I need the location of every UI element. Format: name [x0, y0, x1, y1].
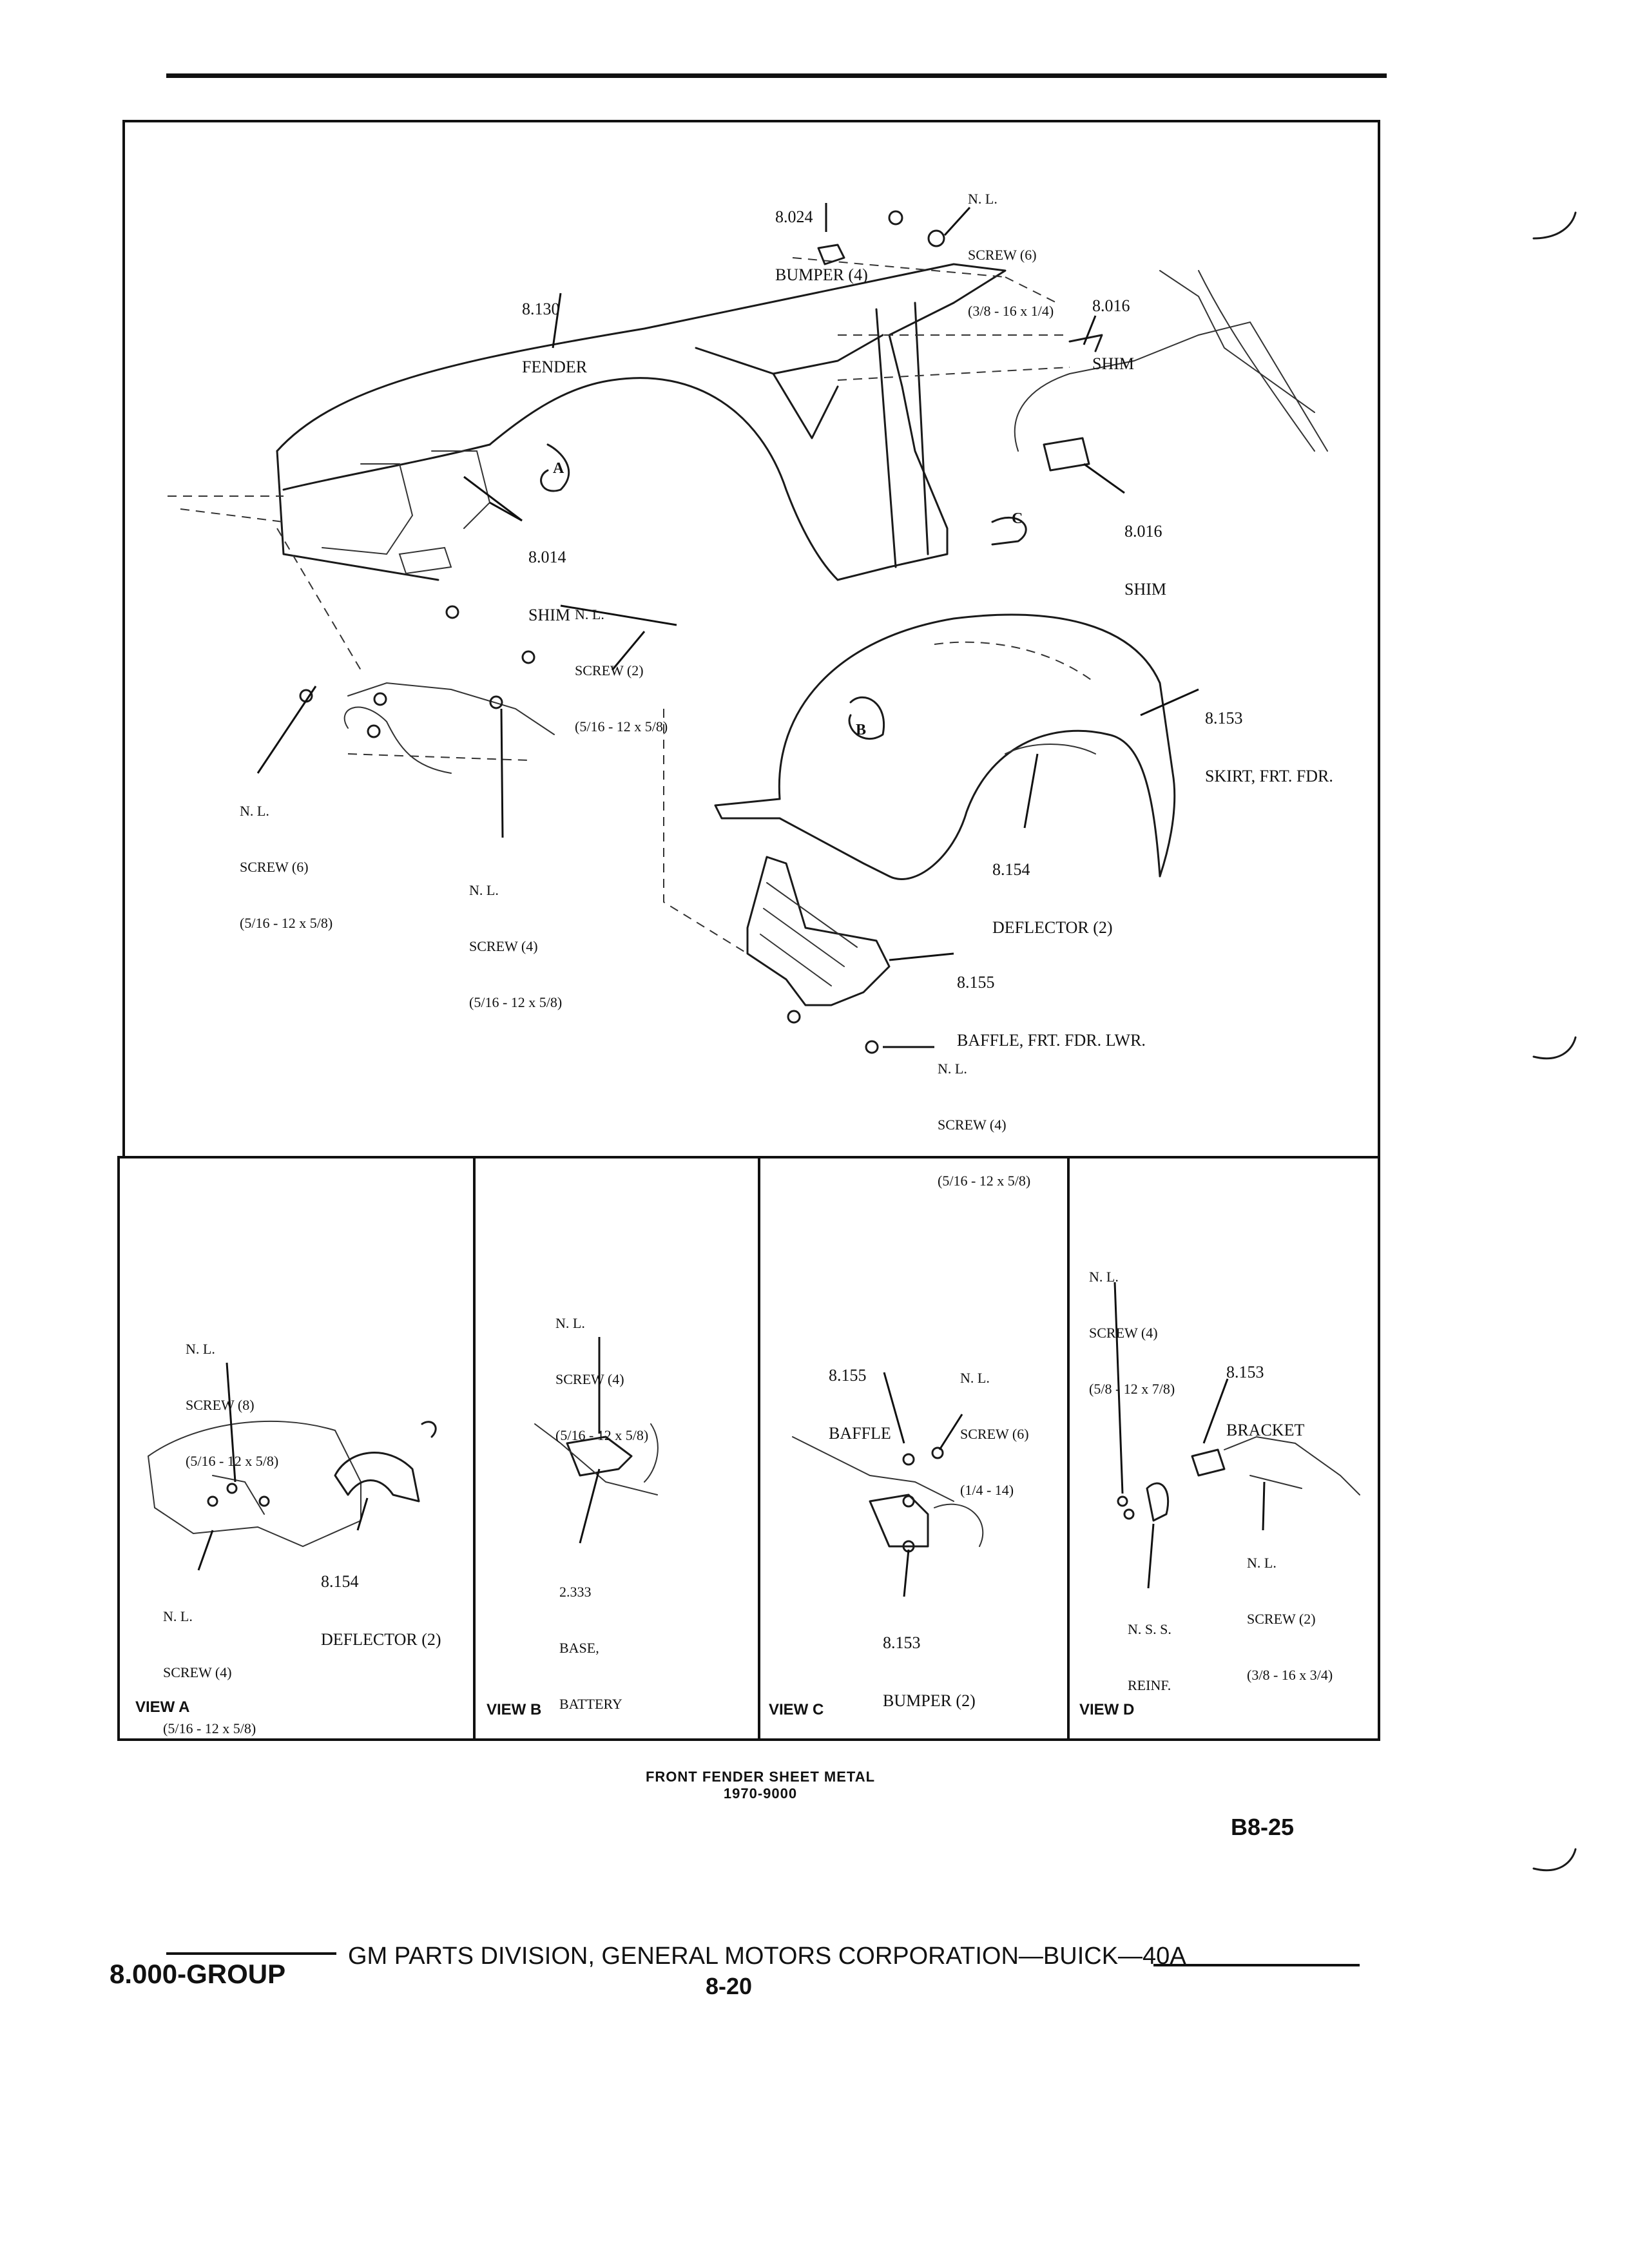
main-leaders	[256, 203, 1199, 1048]
view-b-screw-4: N. L. SCREW (4) (5/16 - 12 x 5/8)	[555, 1315, 649, 1443]
callout-screw-top: N. L. SCREW (6) (3/8 - 16 x 1/4)	[968, 191, 1054, 319]
view-d-label: VIEW D	[1079, 1701, 1135, 1718]
view-c-screw-6: N. L. SCREW (6) (1/4 - 14)	[960, 1370, 1029, 1498]
callout-screw-4b: N. L. SCREW (4) (5/16 - 12 x 5/8)	[938, 1061, 1031, 1189]
callout-screw-6: N. L. SCREW (6) (5/16 - 12 x 5/8)	[240, 803, 333, 931]
view-divider-3	[1067, 1156, 1070, 1741]
view-c-label: VIEW C	[769, 1701, 824, 1718]
view-a-screw-4: N. L. SCREW (4) (5/16 - 12 x 5/8)	[163, 1608, 256, 1736]
page-reference: B8-25	[1231, 1814, 1295, 1840]
view-c-baffle: 8.155 BAFFLE	[829, 1366, 891, 1443]
cowl-drawing	[1014, 270, 1328, 472]
views-frame	[117, 1156, 1380, 1741]
view-c-bumper: 8.153 BUMPER (2)	[883, 1633, 976, 1710]
view-d-screw-2: N. L. SCREW (2) (3/8 - 16 x 3/4)	[1247, 1555, 1333, 1683]
view-a-label: VIEW A	[135, 1698, 190, 1716]
footer-group-label: 8.000-GROUP	[110, 1959, 286, 1989]
figure-caption: FRONT FENDER SHEET METAL 1970-9000	[580, 1769, 941, 1802]
footer-publisher: GM PARTS DIVISION, GENERAL MOTORS CORPOR…	[348, 1943, 1186, 1970]
callout-deflector: 8.154 DEFLECTOR (2)	[992, 860, 1113, 937]
view-a-drawing	[147, 1362, 437, 1571]
callout-shim-top: 8.016 SHIM	[1092, 296, 1135, 373]
view-divider-1	[473, 1156, 476, 1741]
bumper-drawing	[817, 210, 945, 265]
view-d-reinf: N. S. S. REINF.	[1128, 1621, 1171, 1693]
callout-screw-2: N. L. SCREW (2) (5/16 - 12 x 5/8)	[575, 606, 668, 735]
view-b-drawing	[534, 1337, 659, 1544]
view-a-screw-8: N. L. SCREW (8) (5/16 - 12 x 5/8)	[186, 1341, 279, 1469]
view-marker-c: C	[1012, 510, 1023, 527]
view-d-screw-4: N. L. SCREW (4) (5/8 - 12 x 7/8)	[1089, 1269, 1175, 1397]
callout-shim-right: 8.016 SHIM	[1124, 522, 1167, 599]
callout-bumper: 8.024 BUMPER (4)	[775, 207, 868, 284]
view-b-base: 2.333 BASE, BATTERY	[559, 1584, 622, 1712]
view-divider-2	[758, 1156, 760, 1741]
footer-rule-right	[1153, 1964, 1360, 1966]
view-b-label: VIEW B	[487, 1701, 542, 1718]
view-c-drawing	[792, 1372, 984, 1597]
top-rule	[166, 73, 1387, 78]
view-a-deflector: 8.154 DEFLECTOR (2)	[321, 1572, 441, 1649]
callout-skirt: 8.153 SKIRT, FRT. FDR.	[1205, 709, 1333, 785]
caption-title: FRONT FENDER SHEET METAL	[645, 1769, 876, 1785]
callout-screw-4a: N. L. SCREW (4) (5/16 - 12 x 5/8)	[469, 882, 563, 1010]
footer-rule-left	[166, 1952, 336, 1955]
view-d-bracket: 8.153 BRACKET	[1226, 1363, 1305, 1439]
binding-marks	[1532, 211, 1577, 1872]
baffle-drawing	[663, 709, 891, 1054]
fender-drawing	[168, 257, 1070, 671]
callout-fender: 8.130 FENDER	[522, 300, 588, 376]
callout-baffle: 8.155 BAFFLE, FRT. FDR. LWR.	[957, 973, 1146, 1050]
footer-page-number: 8-20	[706, 1973, 753, 1999]
caption-subtitle: 1970-9000	[723, 1785, 798, 1802]
lower-mount-drawing	[299, 605, 555, 774]
view-marker-b: B	[856, 722, 867, 738]
view-d-drawing	[1113, 1282, 1360, 1589]
skirt-drawing	[714, 613, 1176, 880]
view-marker-drawings	[540, 443, 1027, 740]
callout-shim-left: 8.014 SHIM	[528, 548, 571, 624]
view-marker-a: A	[553, 460, 564, 477]
